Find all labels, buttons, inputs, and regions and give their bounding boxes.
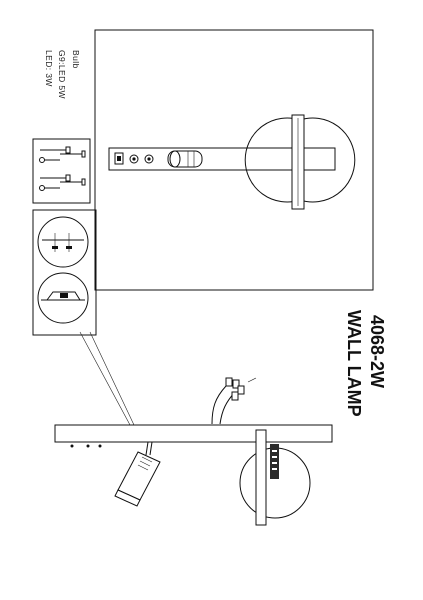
bulb-spec: Bulb G9:LED 5W LED: 3W — [44, 50, 81, 99]
side-spotlight — [114, 441, 161, 507]
leader-line-2 — [89, 331, 135, 426]
backplate-bar — [108, 147, 336, 171]
switch-icon-2 — [144, 154, 154, 164]
product-name: WALL LAMP — [344, 310, 364, 417]
bulb-spec-line1: G9:LED 5W — [57, 50, 67, 99]
side-globe-shade — [239, 429, 311, 526]
side-view — [54, 377, 333, 526]
leader-line — [79, 331, 131, 426]
detail-callout-frame — [32, 209, 97, 336]
screw-pack-icon — [32, 138, 91, 204]
switch-icon — [129, 154, 139, 164]
globe-shade-icon — [244, 114, 356, 210]
bulb-spec-heading: Bulb — [71, 50, 81, 69]
spotlight-icon — [167, 150, 203, 168]
mounting-plate-detail-icon — [37, 272, 89, 324]
front-view-frame — [94, 29, 374, 291]
bracket-detail-icon — [37, 216, 89, 268]
product-title: 4068-2W WALL LAMP — [344, 310, 387, 417]
product-code: 4068-2W — [367, 315, 387, 388]
usb-port-icon — [114, 152, 124, 165]
front-view-panel — [94, 29, 374, 291]
detail-callout-column — [32, 209, 97, 336]
bulb-spec-line2: LED: 3W — [44, 50, 54, 87]
wire-connector-icon — [211, 377, 257, 425]
side-backplate — [54, 424, 333, 443]
